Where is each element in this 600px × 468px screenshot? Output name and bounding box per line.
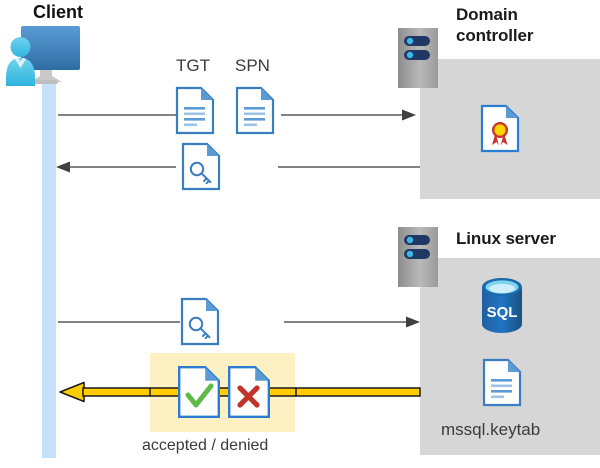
domain-controller-title-line2: controller	[456, 26, 534, 45]
key-document-icon	[181, 142, 221, 191]
text-document-icon-tgt	[175, 86, 215, 135]
text-document-icon-keytab	[482, 358, 522, 407]
magnifier-key-document-icon	[180, 297, 220, 346]
server-rack-icon-domain-controller	[398, 28, 438, 88]
arrow-shaft-over-highlight	[149, 382, 297, 402]
client-lifeline	[42, 78, 56, 458]
text-document-icon-spn	[235, 86, 275, 135]
sql-database-icon: SQL	[478, 278, 526, 334]
svg-text:SQL: SQL	[487, 304, 518, 321]
document-check-icon	[178, 366, 220, 418]
page-title-linux-server: Linux server	[456, 229, 556, 248]
arrow-client-to-linux	[56, 315, 420, 329]
page-title-domain-controller: Domain controller	[456, 4, 596, 46]
document-cross-icon	[228, 366, 270, 418]
label-mssql-keytab: mssql.keytab	[441, 420, 541, 439]
caption-accepted-denied: accepted / denied	[142, 437, 269, 454]
label-spn: SPN	[235, 56, 270, 75]
certificate-document-icon	[480, 104, 520, 153]
page-title-client: Client	[33, 2, 84, 22]
arrow-client-to-dc	[56, 108, 416, 122]
server-rack-icon-linux-server	[398, 227, 438, 287]
user-monitor-icon	[4, 26, 96, 88]
domain-controller-title-line1: Domain	[456, 5, 518, 24]
arrow-dc-to-client	[56, 160, 420, 174]
label-tgt: TGT	[176, 56, 210, 75]
